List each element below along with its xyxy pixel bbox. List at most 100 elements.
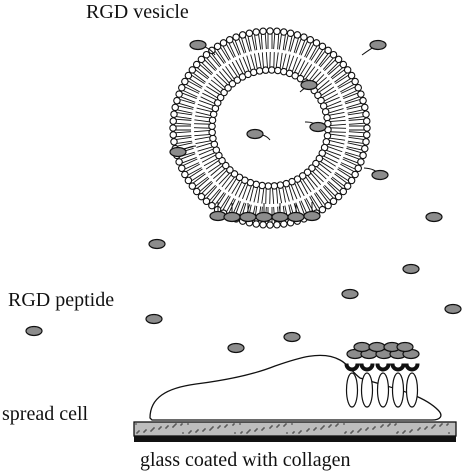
lipid-head	[208, 122, 216, 131]
rgd-peptide	[239, 211, 257, 223]
lipid	[184, 71, 205, 88]
lipid	[218, 68, 237, 88]
collagen-speckle	[441, 423, 443, 425]
lipid	[338, 163, 359, 179]
lipid-head	[224, 84, 232, 92]
lipid	[232, 33, 245, 55]
collagen-speckle	[271, 425, 273, 427]
lipid-head	[235, 173, 244, 182]
collagen-speckle	[181, 423, 183, 425]
lipid-head	[175, 158, 183, 166]
rgd-peptide	[25, 325, 43, 337]
cell-label: spread cell	[2, 403, 89, 425]
lipid-head	[181, 170, 189, 179]
receptor-body	[345, 372, 359, 408]
collagen-speckle	[374, 426, 376, 428]
lipid-head	[230, 170, 239, 178]
collagen-speckle	[197, 429, 199, 431]
lipid-head	[213, 42, 222, 51]
rgd-peptide	[283, 331, 301, 343]
lipid-head	[359, 96, 367, 105]
rgd-peptide	[309, 121, 327, 133]
lipid	[324, 125, 347, 134]
lipid	[318, 149, 340, 164]
lipid-head	[245, 29, 254, 37]
lipid	[259, 27, 267, 50]
collagen-speckle	[285, 423, 287, 425]
collagen-speckle	[426, 426, 428, 428]
lipid	[267, 51, 276, 74]
lipid	[175, 90, 197, 103]
lipid-head	[209, 134, 217, 143]
lipid-head	[266, 221, 274, 229]
lipid	[245, 29, 256, 52]
collagen-speckle	[337, 423, 339, 425]
lipid-head	[202, 197, 211, 206]
lipid-head	[300, 33, 308, 41]
rgd-peptide	[369, 39, 387, 51]
lipid	[278, 28, 288, 51]
lipid	[315, 46, 332, 67]
lipid-head	[363, 117, 371, 125]
lipid	[348, 117, 371, 125]
lipid-head	[343, 66, 352, 74]
lipid	[348, 131, 371, 139]
lipid	[303, 168, 322, 188]
rgd-peptide	[396, 341, 414, 353]
lipid-head	[264, 182, 273, 190]
lipid	[324, 182, 343, 201]
lipid	[197, 182, 216, 201]
lipid-head	[259, 221, 267, 229]
lipid-head	[324, 119, 332, 128]
lipid	[335, 168, 356, 185]
lipid-head	[359, 151, 367, 160]
lipid	[340, 83, 362, 98]
lipid-head	[351, 77, 359, 86]
lipid-head	[282, 179, 291, 188]
rgd-peptide	[246, 128, 264, 140]
collagen-speckle	[367, 427, 369, 429]
lipid-head	[347, 71, 356, 80]
lipid-head	[202, 50, 211, 59]
lipid-head	[339, 60, 348, 69]
lipid	[315, 154, 336, 171]
collagen-speckle	[182, 432, 184, 434]
lipid	[282, 179, 294, 202]
rgd-peptide	[148, 238, 166, 250]
lipid-head	[318, 42, 327, 51]
rgd-vesicle	[169, 27, 389, 229]
substrate-label: glass coated with collagen	[140, 449, 351, 471]
lipid-head	[296, 74, 305, 83]
lipid	[266, 27, 274, 49]
lipid-head	[169, 117, 177, 125]
collagen-speckle	[323, 425, 325, 427]
lipid	[296, 62, 313, 83]
lipid-head	[192, 60, 201, 69]
lipid-head	[184, 176, 193, 185]
lipid	[238, 31, 251, 53]
lipid-head	[293, 31, 302, 39]
lipid-head	[323, 113, 331, 122]
lipid	[246, 54, 258, 77]
lipid	[323, 132, 346, 141]
collagen-speckle	[308, 428, 310, 430]
lipid	[192, 60, 212, 79]
lipid	[273, 27, 281, 50]
collagen-speckle	[153, 427, 155, 429]
lipid-head	[267, 66, 276, 74]
lipid	[347, 136, 370, 146]
collagen-speckle	[263, 427, 265, 429]
rgd-peptide	[341, 288, 359, 300]
lipid-head	[312, 39, 321, 47]
collagen-speckle	[448, 432, 450, 434]
receptor-head	[390, 363, 406, 372]
rgd-peptide	[189, 39, 207, 51]
receptor-head	[404, 363, 420, 372]
receptor-body	[376, 372, 390, 408]
lipid	[204, 85, 225, 102]
integrin-receptor	[404, 363, 420, 408]
lipid-head	[197, 192, 206, 201]
lipid	[238, 56, 252, 79]
lipid	[264, 182, 273, 205]
